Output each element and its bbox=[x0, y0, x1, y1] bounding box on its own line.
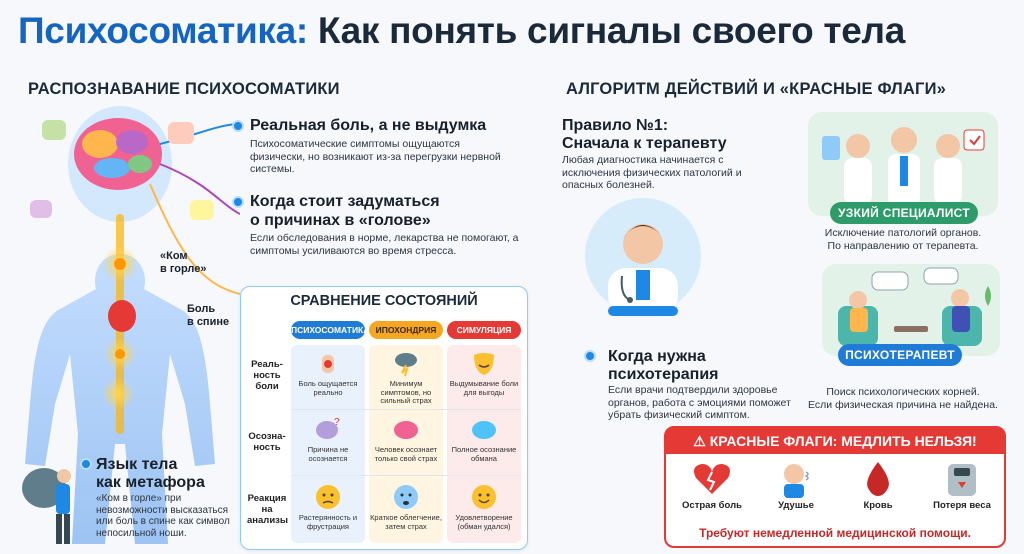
brain-icon bbox=[472, 421, 496, 439]
row-divider bbox=[291, 409, 521, 410]
point2-title-line2: о причинах в «голове» bbox=[250, 212, 431, 229]
redflag-suffocation: Удушье bbox=[756, 460, 836, 511]
column-bg bbox=[369, 345, 443, 543]
anxious-face-icon bbox=[394, 485, 418, 509]
cell: Человек осознает только свой страх bbox=[369, 415, 443, 463]
cell-text: Краткое облегчение, затем страх bbox=[370, 513, 442, 531]
title-rest: Как понять сигналы своего тела bbox=[307, 10, 905, 51]
point1-text: Психосоматические симптомы ощущаются физ… bbox=[250, 138, 501, 175]
cell: Минимум симптомов, но сильный страх bbox=[369, 349, 443, 406]
brain-question-icon: ? bbox=[316, 417, 340, 439]
brain-icon bbox=[394, 421, 418, 439]
scale-icon bbox=[948, 464, 976, 496]
cell-text: Причина не осознается bbox=[307, 445, 349, 463]
stress-bubble-icon bbox=[190, 200, 214, 220]
row-label-reaction: Реакция на анализы bbox=[247, 493, 289, 526]
rule-title-line1: Правило №1: bbox=[562, 117, 669, 134]
point3-title-line2: как метафора bbox=[96, 474, 205, 491]
therapy-title-line2: психотерапия bbox=[608, 366, 719, 383]
column-bg bbox=[291, 345, 365, 543]
redflag-blood: Кровь bbox=[838, 460, 918, 511]
tag-back: Боль в спине bbox=[187, 303, 230, 328]
therapy-session-illustration bbox=[838, 267, 991, 346]
cell-text: Минимум симптомов, но сильный страх bbox=[380, 379, 432, 405]
blood-drop-icon bbox=[867, 462, 889, 496]
brain-bubble-icon bbox=[168, 122, 194, 144]
svg-text:?: ? bbox=[334, 417, 340, 428]
page-title: Психосоматика: Как понять сигналы своего… bbox=[18, 10, 1008, 52]
point2-title-line1: Когда стоит задуматься bbox=[250, 193, 440, 210]
bullet-dot bbox=[232, 196, 244, 208]
point3-title-line1: Язык тела bbox=[96, 456, 178, 473]
cell: Краткое облегчение, затем страх bbox=[369, 483, 443, 531]
column-header-simulation: СИМУЛЯЦИЯ bbox=[447, 321, 521, 339]
redflag-sharp-pain: Острая боль bbox=[672, 460, 752, 511]
cell: Боль ощущается реально bbox=[291, 349, 365, 397]
chat-bubble-icon bbox=[30, 200, 52, 218]
left-heading: РАСПОЗНАВАНИЕ ПСИХОСОМАТИКИ bbox=[28, 80, 340, 98]
cell: Полное осознание обмана bbox=[447, 415, 521, 463]
column-header-hypochondria: ИПОХОНДРИЯ bbox=[369, 321, 443, 339]
red-flags-header-text: КРАСНЫЕ ФЛАГИ: МЕДЛИТЬ НЕЛЬЗЯ! bbox=[709, 433, 977, 449]
cell-text: Растерянность и фрустрация bbox=[298, 513, 358, 531]
row-divider bbox=[291, 475, 521, 476]
smiling-face-icon bbox=[472, 485, 496, 509]
therapy-text: Если врачи подтвердили здоровье органов,… bbox=[608, 384, 791, 421]
redflag-label: Удушье bbox=[778, 500, 814, 511]
storm-cloud-icon bbox=[395, 353, 417, 377]
title-accent: Психосоматика: bbox=[18, 10, 308, 51]
chat-bubble-icon bbox=[42, 120, 66, 140]
cell-text: Удовлетворение (обман удался) bbox=[455, 513, 513, 531]
redflag-label: Кровь bbox=[863, 500, 893, 511]
cell-text: Боль ощущается реально bbox=[298, 379, 358, 397]
broken-heart-icon bbox=[694, 464, 730, 494]
cell-text: Человек осознает только свой страх bbox=[374, 445, 438, 463]
mask-icon bbox=[474, 353, 494, 375]
burden-figure-illustration bbox=[22, 468, 71, 544]
psychotherapist-badge: ПСИХОТЕРАПЕВТ bbox=[838, 344, 962, 366]
point3-text: «Ком в горле» при невозможности высказат… bbox=[96, 493, 230, 539]
rule-text: Любая диагностика начинается с исключени… bbox=[562, 154, 742, 191]
red-flags-footer: Требуют немедленной медицинской помощи. bbox=[699, 526, 971, 540]
worried-face-icon bbox=[316, 485, 340, 509]
specialist-text: Исключение патологий органов. По направл… bbox=[824, 227, 982, 252]
cell: Удовлетворение (обман удался) bbox=[447, 483, 521, 531]
redflag-label: Острая боль bbox=[682, 500, 742, 511]
comparison-title: СРАВНЕНИЕ СОСТОЯНИЙ bbox=[290, 293, 478, 309]
specialist-badge: УЗКИЙ СПЕЦИАЛИСТ bbox=[830, 202, 978, 224]
specialists-illustration bbox=[822, 127, 985, 206]
red-flags-panel: ⚠ КРАСНЫЕ ФЛАГИ: МЕДЛИТЬ НЕЛЬЗЯ! Острая … bbox=[664, 426, 1006, 548]
bullet-dot bbox=[584, 350, 596, 362]
row-label-awareness: Осозна- ность bbox=[248, 431, 286, 453]
psychotherapist-text: Поиск психологических корней. Если физич… bbox=[808, 386, 998, 411]
cell-text: Полное осознание обмана bbox=[451, 445, 517, 463]
right-heading: АЛГОРИТМ ДЕЙСТВИЙ И «КРАСНЫЕ ФЛАГИ» bbox=[566, 80, 947, 98]
column-header-psychosomatics: ПСИХОСОМАТИКА bbox=[291, 321, 369, 339]
therapy-title-line1: Когда нужна bbox=[608, 348, 706, 365]
redflag-label: Потеря веса bbox=[933, 500, 991, 511]
bullet-dot bbox=[232, 120, 244, 132]
cell: ? Причина не осознается bbox=[291, 415, 365, 463]
point1-title: Реальная боль, а не выдумка bbox=[250, 117, 487, 134]
column-bg bbox=[447, 345, 521, 543]
comparison-table: СРАВНЕНИЕ СОСТОЯНИЙ ПСИХОСОМАТИКА ИПОХОН… bbox=[240, 286, 528, 550]
tag-throat: «Ком в горле» bbox=[160, 250, 207, 275]
redflag-weight-loss: Потеря веса bbox=[922, 460, 1002, 511]
row-label-reality: Реаль- ность боли bbox=[251, 359, 283, 392]
warning-icon: ⚠ bbox=[693, 433, 710, 449]
cell: Выдумывание боли для выгоды bbox=[447, 349, 521, 397]
choking-person-icon bbox=[784, 464, 809, 498]
rule-title-line2: Сначала к терапевту bbox=[562, 135, 727, 152]
hand-pain-icon bbox=[322, 355, 334, 373]
cell-text: Выдумывание боли для выгоды bbox=[449, 379, 519, 397]
doctor-illustration bbox=[585, 198, 701, 316]
cell: Растерянность и фрустрация bbox=[291, 483, 365, 531]
point2-text: Если обследования в норме, лекарства не … bbox=[250, 232, 519, 257]
bullet-dot bbox=[80, 458, 92, 470]
red-flags-header: ⚠ КРАСНЫЕ ФЛАГИ: МЕДЛИТЬ НЕЛЬЗЯ! bbox=[666, 428, 1004, 454]
